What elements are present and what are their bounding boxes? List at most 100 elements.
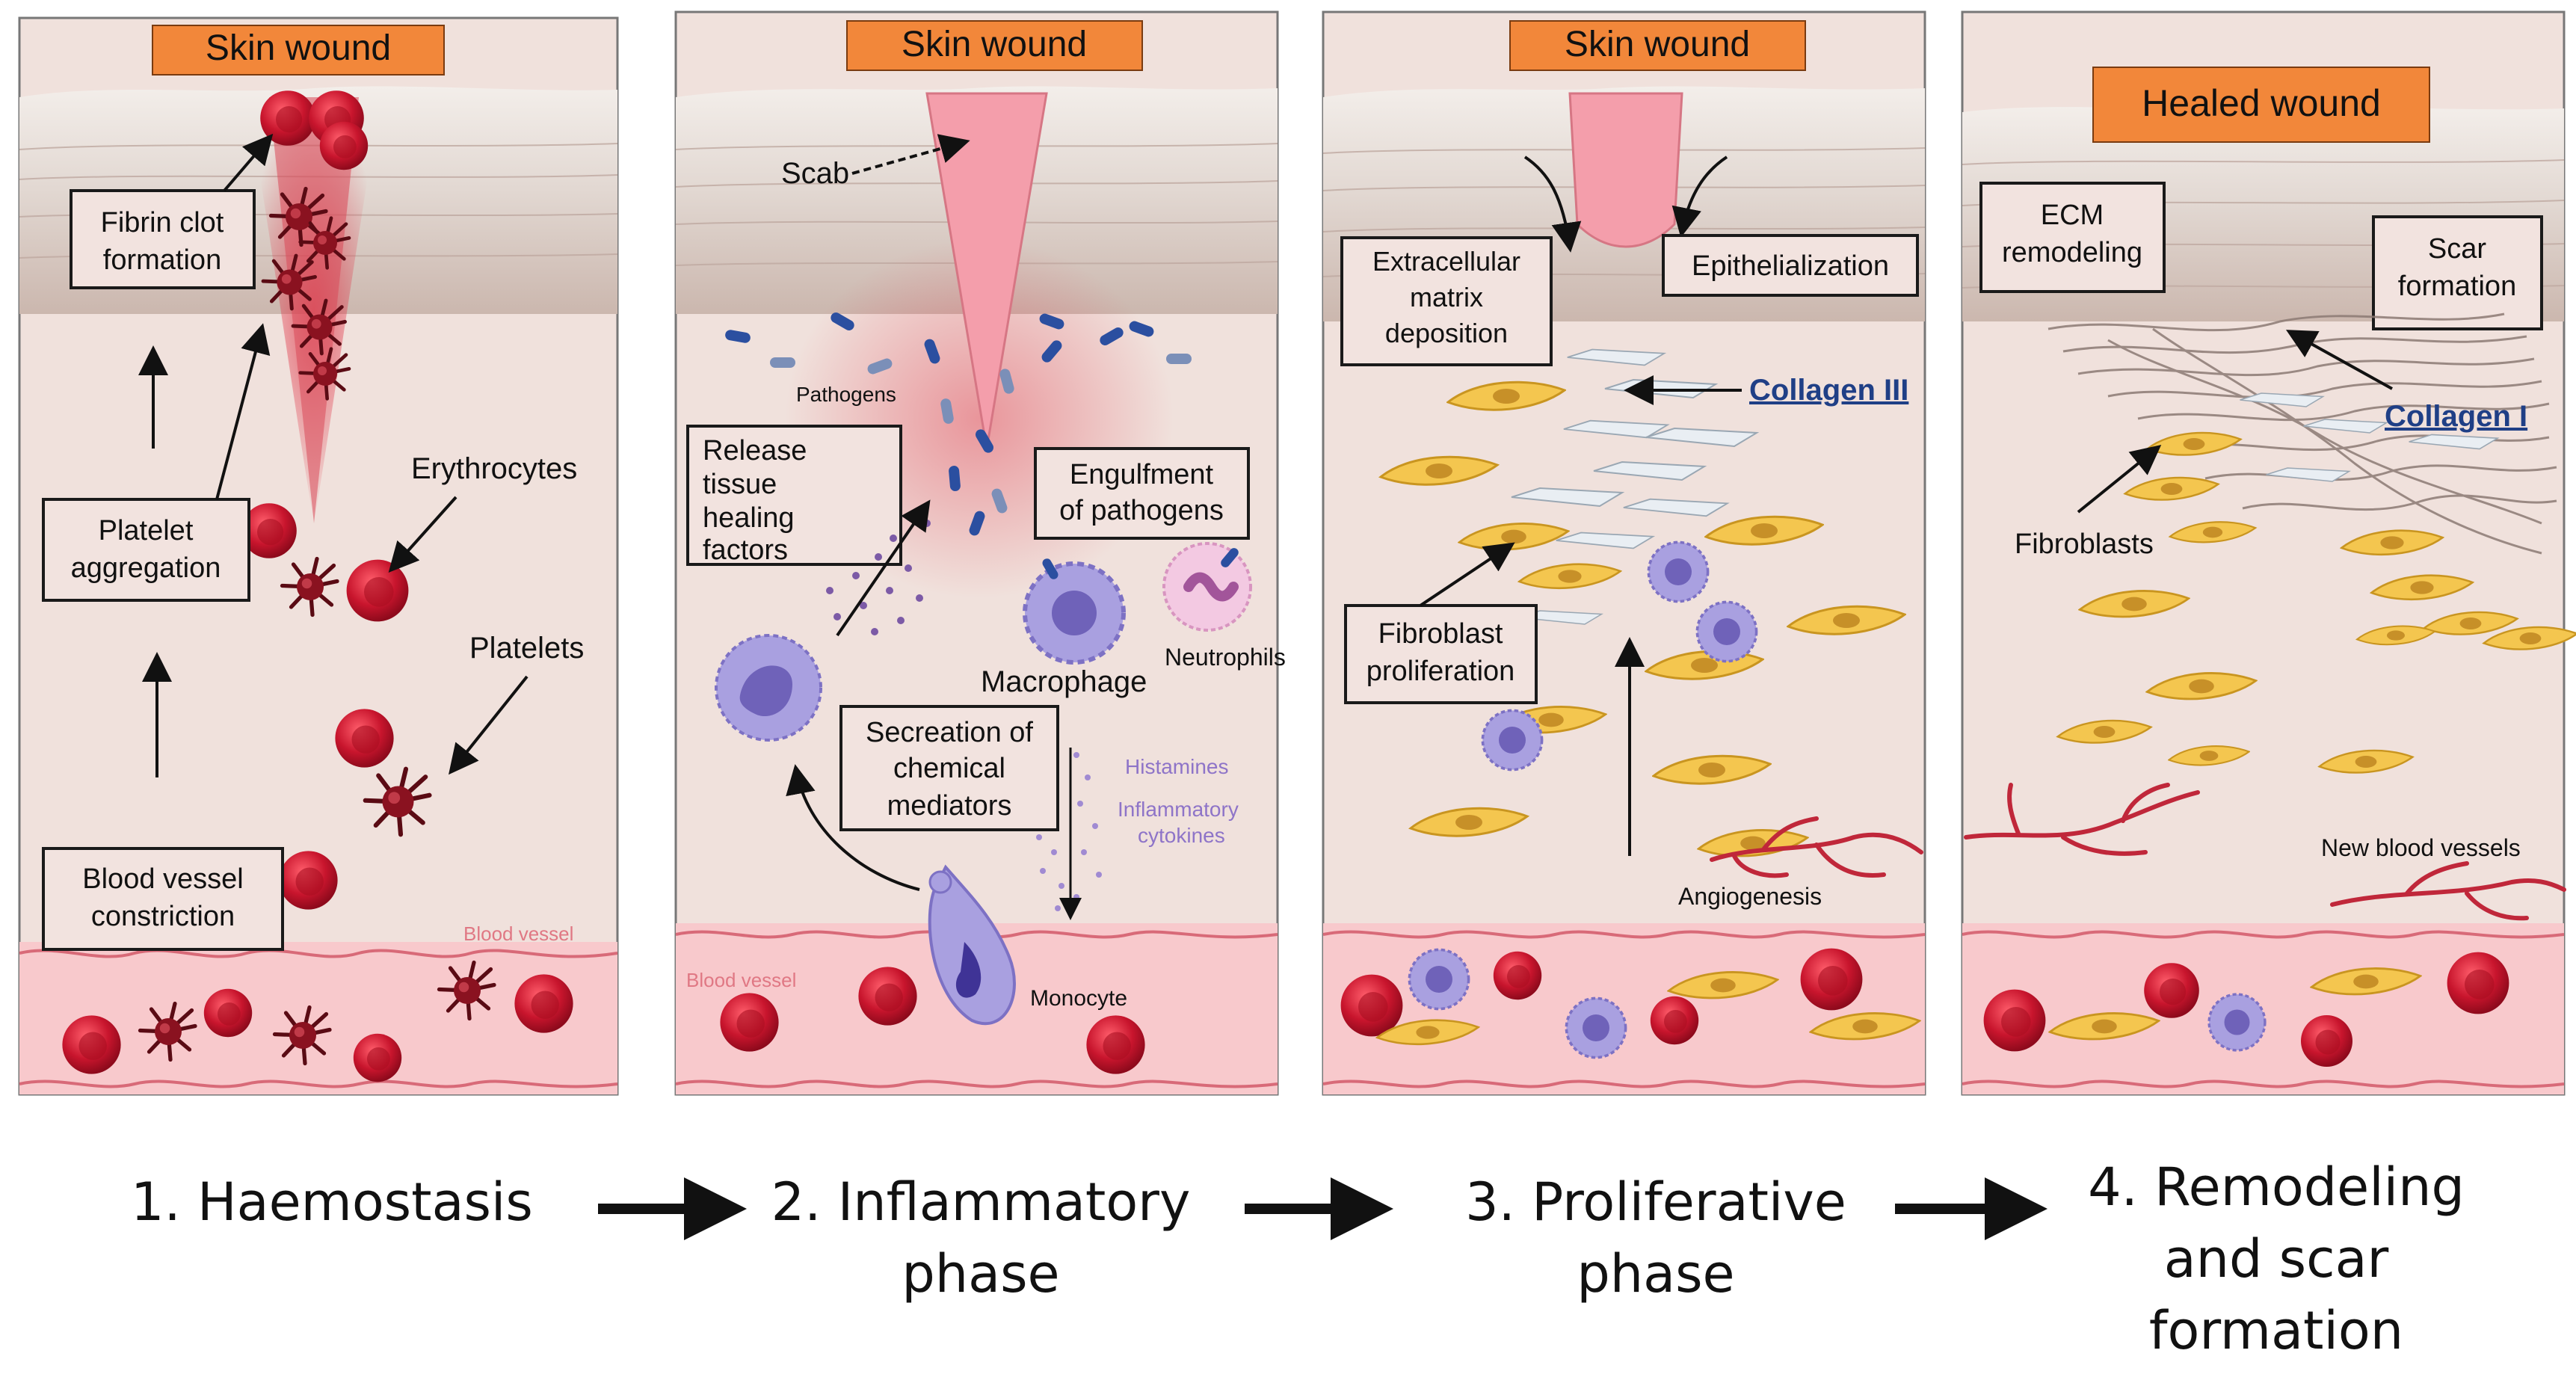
monocyte-tip <box>928 870 952 894</box>
pathogen <box>969 511 985 536</box>
pathogen <box>1129 321 1154 337</box>
mediator-dot <box>1036 834 1042 840</box>
banner-text: Healed wound <box>2142 82 2381 124</box>
label-box-release <box>686 425 902 566</box>
label-fibroblasts: Fibroblasts <box>2015 529 2154 560</box>
label-box-ecm-remodeling <box>1979 182 2166 293</box>
vessel-branch <box>1762 816 1819 851</box>
banner-text: Skin wound <box>1565 25 1750 64</box>
erythrocyte <box>2144 963 2199 1018</box>
mediator-dot <box>1081 849 1087 855</box>
mediator-dot <box>1055 905 1061 911</box>
panel-remodeling: Healed wound ECM remodeling Scar formati… <box>1961 10 2576 1096</box>
pathogen <box>999 369 1014 394</box>
label-box-engulfment <box>1034 447 1250 540</box>
fiber <box>2137 402 2550 422</box>
label-constriction-2: constriction <box>91 901 235 932</box>
erythrocyte <box>720 993 779 1052</box>
factor-dot <box>897 617 905 624</box>
macrophage-nucleus <box>739 665 792 717</box>
label-platelet-aggregation-2: aggregation <box>71 552 221 584</box>
label-ecm-2: matrix <box>1410 282 1483 312</box>
erythrocyte <box>319 121 369 170</box>
stage-4-label-2: and scar <box>2164 1228 2389 1290</box>
monocyte-nucleus <box>955 942 982 998</box>
pathogen <box>867 358 893 375</box>
mediator-dot <box>1077 801 1083 807</box>
blood-vessel <box>19 942 617 1094</box>
mediator-dot <box>1073 752 1079 758</box>
pathogen <box>1221 548 1239 567</box>
label-scar-1: Scar <box>2428 233 2486 265</box>
pathogen <box>725 330 751 343</box>
mediator-dot <box>1073 894 1079 900</box>
mediator-dot <box>1040 868 1046 874</box>
pathogen <box>949 466 961 491</box>
label-cytokines-2: cytokines <box>1138 824 1225 847</box>
erythrocyte <box>1800 948 1863 1011</box>
stage-labels: 1. Haemostasis 2. Inflammatory phase 3. … <box>131 1156 2465 1361</box>
erythrocyte <box>1493 951 1542 1000</box>
pathogen <box>976 429 993 453</box>
label-angiogenesis: Angiogenesis <box>1678 883 1822 910</box>
fiber <box>2107 380 2542 399</box>
fiber <box>2152 327 2542 555</box>
stage-3-label-1: 3. Proliferative <box>1465 1171 1846 1233</box>
mediator-dot <box>1085 774 1091 780</box>
erythrocyte <box>1983 989 2046 1052</box>
pathogen <box>940 398 954 424</box>
label-ecm-1: Extracellular <box>1372 246 1520 277</box>
erythrocyte <box>279 851 338 910</box>
fiber <box>2047 312 2505 332</box>
label-release-1: Release <box>703 435 807 466</box>
macrophage-cell <box>1408 948 1470 1011</box>
factor-dot <box>905 564 912 572</box>
monocyte-body <box>928 864 1016 1026</box>
erythrocyte <box>2301 1015 2352 1067</box>
stage-4-label-1: 4. Remodeling <box>2088 1156 2465 1218</box>
vessel-branch <box>1964 790 2200 840</box>
erythrocyte <box>514 974 573 1033</box>
macrophage-cell <box>1481 709 1544 771</box>
angiogenesis-vessels <box>1710 816 1923 878</box>
banner <box>846 20 1143 71</box>
pathogen <box>1041 340 1062 363</box>
vessel-branch <box>2405 861 2469 896</box>
stage-1-label: 1. Haemostasis <box>131 1171 533 1233</box>
label-box-constriction <box>42 847 284 951</box>
label-fibrin-2: formation <box>103 244 221 276</box>
stage-2-label-2: phase <box>902 1243 1059 1304</box>
panel-inflammatory: Skin wound Scab Pathogens Release tissue… <box>674 10 1286 1096</box>
label-ecm-remodeling-1: ECM <box>2041 200 2104 231</box>
label-collagen-iii: Collagen III <box>1749 374 1908 407</box>
banner-text: Skin wound <box>206 28 391 68</box>
banner-text: Skin wound <box>902 25 1087 64</box>
mediator-dot <box>1096 872 1102 878</box>
vessel-branch <box>1710 832 1923 862</box>
banner <box>2092 67 2430 143</box>
neutrophil-nucleus <box>1183 572 1239 602</box>
label-box-epithelialization <box>1662 234 1919 297</box>
label-release-2: tissue <box>703 469 777 500</box>
pathogen <box>1039 313 1064 330</box>
label-engulfment-1: Engulfment <box>1070 459 1214 490</box>
label-histamines: Histamines <box>1125 755 1228 778</box>
factor-dot <box>833 613 841 620</box>
pathogen-cluster <box>725 312 1192 536</box>
label-platelet-aggregation-1: Platelet <box>99 515 194 546</box>
fiber <box>2077 357 2535 377</box>
vessel-branch <box>2007 783 2021 836</box>
label-scar-2: formation <box>2398 271 2516 302</box>
label-box-fibroblast <box>1344 604 1538 704</box>
banner <box>1509 20 1806 71</box>
monocyte-cell <box>928 864 1016 1026</box>
label-ecm-remodeling-2: remodeling <box>2002 237 2142 268</box>
fiber <box>2107 339 2542 525</box>
erythrocyte <box>346 559 409 622</box>
erythrocyte <box>62 1015 121 1074</box>
macrophage-cell <box>1647 540 1710 603</box>
vessel-branch <box>1814 843 1886 878</box>
macrophage-cell <box>2207 993 2267 1052</box>
pathogen <box>924 339 940 364</box>
pathogen <box>1166 354 1192 364</box>
